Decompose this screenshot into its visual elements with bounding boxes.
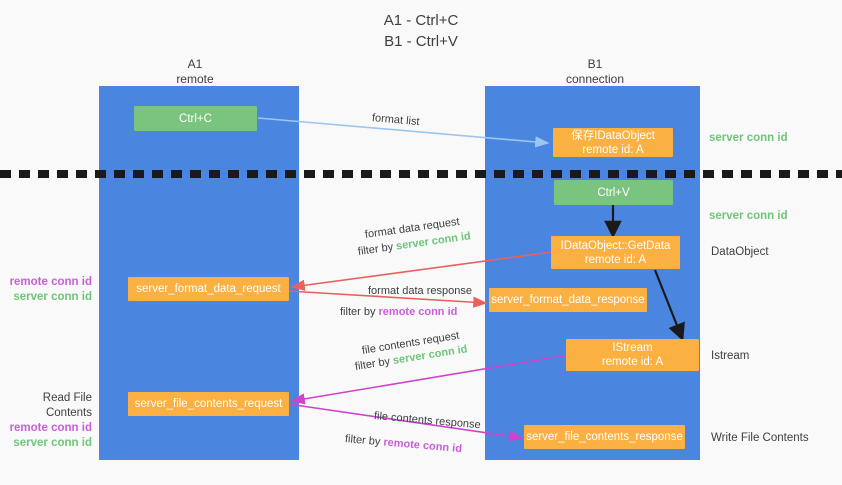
- page-title: A1 - Ctrl+C B1 - Ctrl+V: [0, 10, 842, 52]
- right-label-server-conn-id-second: server conn id: [709, 210, 788, 222]
- right-label-data-object: DataObject: [711, 246, 769, 258]
- box-idataobject-getdata[interactable]: IDataObject::GetData remote id: A: [551, 236, 680, 269]
- box-ctrl-v-label: Ctrl+V: [597, 186, 630, 199]
- box-save-idataobject-line2: remote id: A: [582, 143, 644, 156]
- box-istream-line2: remote id: A: [601, 356, 664, 368]
- right-label-server-conn-id-top: server conn id: [709, 132, 788, 144]
- arrow-getdata-to-istream: [653, 269, 685, 342]
- box-getdata-line1: IDataObject::GetData: [560, 239, 671, 252]
- box-getdata-line2: remote id: A: [584, 253, 647, 266]
- left-label-file-remote-conn-id: remote conn id: [9, 422, 92, 434]
- column-header-a1: A1 remote: [120, 57, 270, 87]
- box-save-idataobject-line1: 保存IDataObject: [571, 129, 655, 142]
- box-server-format-data-request[interactable]: server_format_data_request: [128, 277, 289, 301]
- column-b1-name: B1: [587, 57, 603, 71]
- filter-prefix-4: filter by: [344, 433, 384, 449]
- arrow-format-data-response: [287, 290, 488, 308]
- arrow-label-format-data-response-filter: filter by remote conn id: [340, 305, 457, 319]
- box-istream-line1: IStream: [612, 342, 653, 354]
- box-server-file-contents-request[interactable]: server_file_contents_request: [128, 392, 289, 416]
- filter-prefix-2: filter by: [340, 306, 379, 318]
- box-save-idataobject[interactable]: 保存IDataObject remote id: A: [553, 128, 673, 157]
- title-line-2: B1 - Ctrl+V: [384, 33, 458, 50]
- box-server-file-contents-response[interactable]: server_file_contents_response: [524, 425, 685, 449]
- box-ctrl-c[interactable]: Ctrl+C: [134, 106, 257, 131]
- dashed-divider: [0, 170, 842, 178]
- box-istream[interactable]: IStream remote id: A: [566, 339, 699, 371]
- left-label-file-block: Read File Contents remote conn id server…: [0, 391, 92, 451]
- title-line-1: A1 - Ctrl+C: [383, 12, 459, 29]
- left-label-file-server-conn-id: server conn id: [13, 437, 92, 449]
- right-label-istream: Istream: [711, 350, 750, 362]
- box-server-file-contents-response-label: server_file_contents_response: [526, 431, 683, 443]
- left-label-format-conn-ids: remote conn id server conn id: [0, 275, 92, 305]
- right-label-write-file-contents: Write File Contents: [711, 432, 809, 444]
- box-ctrl-v[interactable]: Ctrl+V: [554, 180, 673, 205]
- column-a1-sub: remote: [176, 72, 214, 86]
- arrow-file-contents-response: [287, 403, 524, 442]
- left-label-server-conn-id: server conn id: [13, 291, 92, 303]
- filter-value-remote-conn-id-1: remote conn id: [378, 306, 458, 318]
- arrow-format-data-request: [290, 251, 553, 291]
- column-b1-sub: connection: [565, 72, 625, 86]
- box-server-format-data-response[interactable]: server_format_data_response: [489, 288, 647, 312]
- arrow-file-contents-request: [290, 354, 569, 405]
- box-server-format-data-response-label: server_format_data_response: [491, 294, 645, 306]
- box-server-format-data-request-label: server_format_data_request: [136, 283, 281, 295]
- box-ctrl-c-label: Ctrl+C: [179, 112, 212, 125]
- column-a1-name: A1: [187, 57, 203, 71]
- left-label-read-file-contents: Read File Contents: [42, 392, 92, 419]
- arrow-label-format-data-response: format data response: [368, 285, 472, 297]
- arrow-format-list: [257, 117, 550, 148]
- column-header-b1: B1 connection: [520, 57, 670, 87]
- box-server-file-contents-request-label: server_file_contents_request: [134, 398, 283, 410]
- left-label-remote-conn-id: remote conn id: [9, 276, 92, 288]
